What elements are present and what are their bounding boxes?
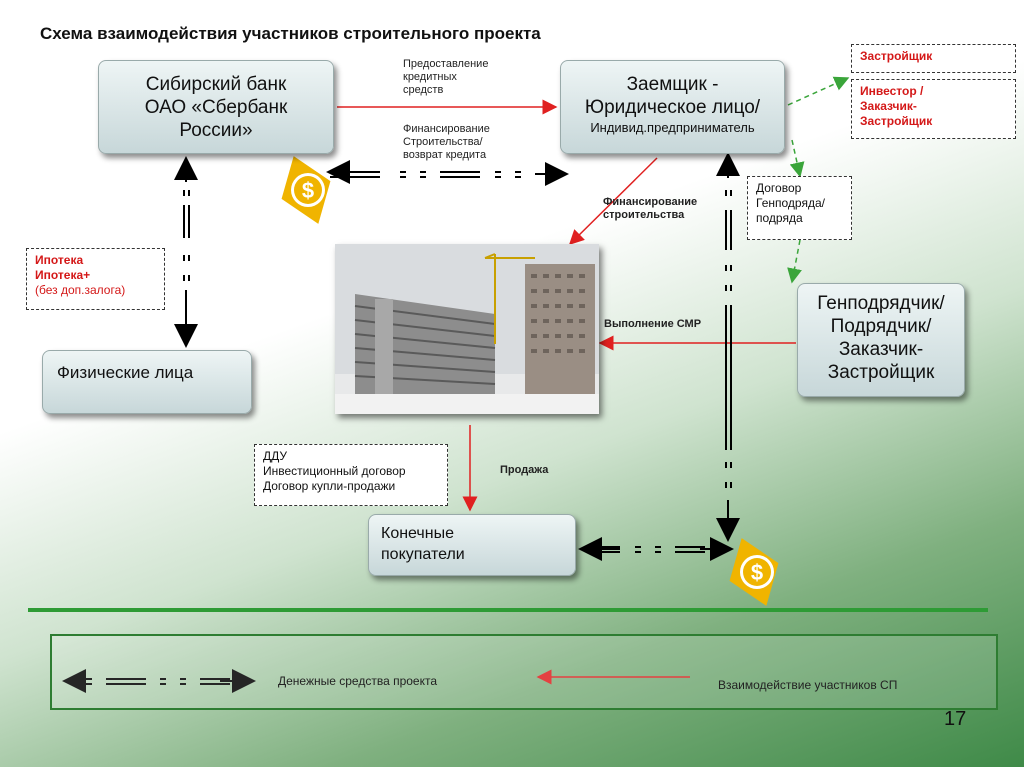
- developer-role: Застройщик: [851, 44, 1016, 73]
- developer-role-text: Застройщик: [860, 49, 933, 63]
- build-finance-line1: Финансирование: [603, 196, 698, 208]
- money-flow-borrower-buyers: [716, 152, 740, 542]
- dollar-coin-icon: $: [281, 156, 331, 224]
- investor-line1: Инвестор /: [860, 84, 924, 98]
- borrower-line3: Индивид.предприниматель: [590, 120, 755, 135]
- agreements-box: ДДУ Инвестиционный договор Договор купли…: [254, 444, 448, 506]
- investor-line3: Застройщик: [860, 114, 933, 128]
- borrower-node: Заемщик - Юридическое лицо/ Индивид.пред…: [560, 60, 785, 154]
- contractor-line4: Застройщик: [827, 362, 935, 383]
- contract-line3: подряда: [756, 211, 803, 225]
- investor-role: Инвестор / Заказчик- Застройщик: [851, 79, 1016, 139]
- sale-label: Продажа: [500, 464, 549, 476]
- legend-box: [50, 634, 998, 710]
- build-finance-arrow: [568, 157, 658, 246]
- page-title: Схема взаимодействия участников строител…: [40, 24, 541, 43]
- developer-link: [787, 76, 850, 106]
- legend-money-label: Денежные средства проекта: [278, 674, 438, 688]
- bank-line3: России»: [179, 120, 253, 141]
- legend-interaction-label: Взаимодействие участников СП: [718, 678, 898, 692]
- borrower-line2: Юридическое лицо/: [584, 97, 761, 118]
- individuals-node: Физические лица: [42, 350, 252, 414]
- svg-text:$: $: [302, 178, 314, 203]
- contractor-node: Генподрядчик/ Подрядчик/ Заказчик- Застр…: [797, 283, 965, 397]
- bank-line2: ОАО «Сбербанк: [144, 97, 288, 118]
- agreements-line2: Инвестиционный договор: [263, 464, 406, 478]
- construction-photo: [335, 244, 599, 414]
- credit-label-line3: средств: [403, 84, 444, 96]
- finance-label-line2: Строительства/: [403, 136, 483, 148]
- finance-label-line3: возврат кредита: [403, 149, 487, 161]
- contractor-line1: Генподрядчик/: [817, 293, 945, 314]
- contract-line2: Генподряда/: [756, 196, 825, 210]
- bank-node: Сибирский банк ОАО «Сбербанк России»: [98, 60, 334, 154]
- borrower-line1: Заемщик -: [626, 74, 719, 95]
- contract-line1: Договор: [756, 181, 802, 195]
- finance-label: Финансирование Строительства/ возврат кр…: [403, 123, 490, 162]
- contractor-line2: Подрядчик/: [830, 316, 932, 337]
- bank-line1: Сибирский банк: [145, 74, 287, 95]
- credit-label-line2: кредитных: [403, 71, 457, 83]
- mortgage-line3: (без доп.залога): [35, 283, 126, 297]
- mortgage-box: Ипотека Ипотека+ (без доп.залога): [26, 248, 165, 310]
- agreements-line1: ДДУ: [263, 449, 288, 463]
- money-flow-bank-borrower: [326, 160, 569, 186]
- contract-box: Договор Генподряда/ подряда: [747, 176, 852, 240]
- credit-label-line1: Предоставление: [403, 58, 489, 70]
- buyers-line2: покупатели: [381, 546, 465, 563]
- finance-label-line1: Финансирование: [403, 123, 490, 135]
- agreements-line3: Договор купли-продажи: [263, 479, 396, 493]
- buyers-node: Конечные покупатели: [368, 514, 576, 576]
- legend-money-arrow: [62, 669, 256, 693]
- credit-label: Предоставление кредитных средств: [403, 58, 488, 97]
- contract-link-2: [787, 239, 802, 284]
- individuals-label: Физические лица: [57, 363, 194, 382]
- contractor-line3: Заказчик-: [838, 339, 924, 360]
- money-flow-bank-individuals: [174, 156, 198, 348]
- contract-link-1: [789, 139, 805, 178]
- dollar-coin-icon: $: [729, 538, 779, 606]
- svg-text:$: $: [751, 560, 763, 585]
- page-number: 17: [944, 708, 967, 730]
- investor-line2: Заказчик-: [860, 99, 917, 113]
- mortgage-line1: Ипотека: [35, 253, 84, 267]
- money-flow-buyers: [578, 537, 734, 561]
- smr-label: Выполнение СМР: [604, 318, 702, 330]
- buyers-line1: Конечные: [381, 525, 454, 542]
- build-finance-label: Финансирование строительства: [603, 196, 697, 222]
- mortgage-line2: Ипотека+: [35, 268, 91, 282]
- build-finance-line2: строительства: [603, 209, 685, 221]
